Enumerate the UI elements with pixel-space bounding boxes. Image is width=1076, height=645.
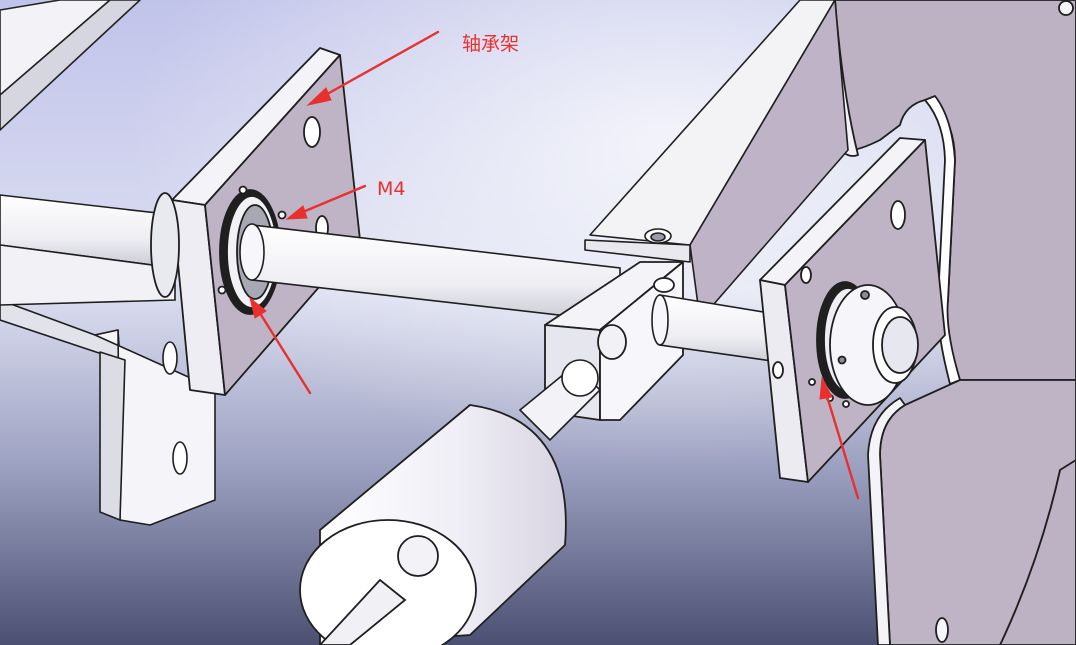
lower-rod bbox=[518, 359, 602, 442]
top-left-beam bbox=[0, 0, 141, 131]
m4-screw-label: M4 bbox=[377, 178, 406, 200]
m4-arrowhead bbox=[285, 205, 308, 220]
left-bearing-arrow bbox=[256, 308, 312, 395]
left-bearing-arrowhead bbox=[249, 296, 267, 319]
m4-arrow bbox=[296, 184, 367, 216]
center-bracket bbox=[584, 0, 849, 321]
left-shaft bbox=[0, 194, 176, 306]
annotation-arrows bbox=[249, 30, 860, 500]
motor-coupler bbox=[299, 404, 567, 645]
right-bearing-arrow bbox=[824, 391, 860, 500]
bearing-bracket-arrow bbox=[318, 30, 440, 100]
right-bearing-arrowhead bbox=[819, 376, 833, 400]
bearing-bracket-label: 轴承架 bbox=[462, 33, 520, 55]
main-shaft bbox=[239, 223, 621, 323]
bearing-bracket-arrowhead bbox=[306, 87, 332, 106]
